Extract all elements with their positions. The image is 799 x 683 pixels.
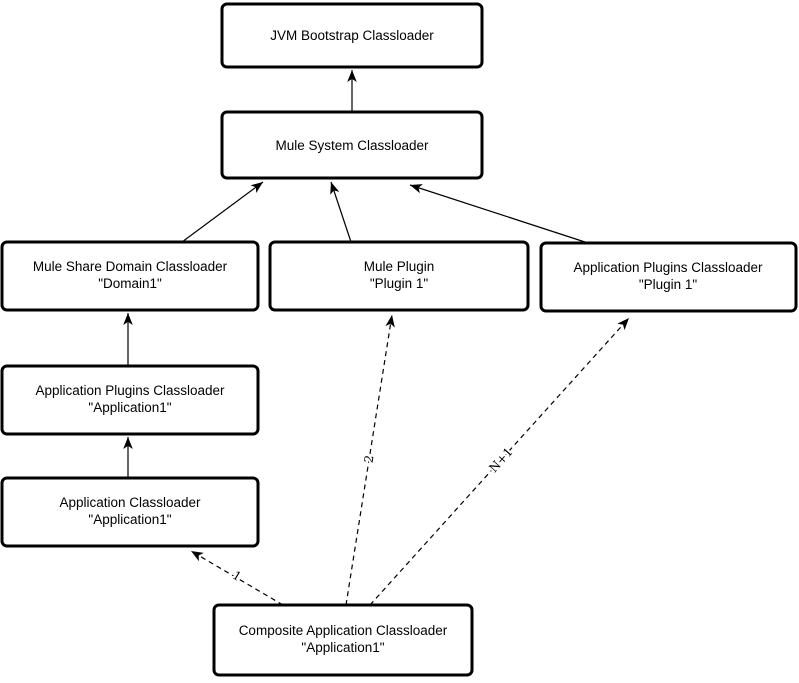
node-mule-share-domain-classloader: Mule Share Domain Classloader "Domain1"	[0, 240, 260, 312]
edge-composite-to-app-plugins-plugin1-line	[369, 317, 630, 606]
node-jvm-bootstrap-classloader: JVM Bootstrap Classloader	[220, 2, 484, 69]
node-application-classloader-application1-box	[0, 476, 260, 548]
edge-label-1: 1	[230, 568, 244, 584]
node-application-plugins-classloader-application1: Application Plugins Classloader "Applica…	[0, 364, 260, 436]
edge-mule-plugin-to-mule-system-line	[330, 181, 352, 243]
node-mule-share-domain-classloader-subtitle: "Domain1"	[98, 276, 162, 291]
node-composite-application-classloader-application1-title: Composite Application Classloader	[239, 623, 448, 638]
edge-label-n-plus-1: N+1	[486, 445, 515, 475]
node-jvm-bootstrap-classloader-title: JVM Bootstrap Classloader	[270, 28, 434, 43]
node-composite-application-classloader-application1: Composite Application Classloader "Appli…	[212, 603, 474, 677]
node-application-classloader-application1-title: Application Classloader	[59, 495, 201, 510]
node-mule-system-classloader: Mule System Classloader	[220, 110, 484, 180]
node-mule-plugin-box	[268, 240, 530, 312]
node-application-plugins-classloader-plugin1-title: Application Plugins Classloader	[573, 260, 763, 275]
edge-share-domain-to-mule-system-line	[181, 181, 264, 243]
node-mule-system-classloader-box	[220, 110, 484, 180]
node-application-classloader-application1-subtitle: "Application1"	[88, 512, 171, 527]
node-application-plugins-classloader-plugin1-subtitle: "Plugin 1"	[639, 277, 698, 292]
node-composite-application-classloader-application1-box	[212, 603, 474, 677]
node-application-plugins-classloader-plugin1: Application Plugins Classloader "Plugin …	[539, 241, 798, 313]
node-mule-share-domain-classloader-box	[0, 240, 260, 312]
edge-app-plugins-plugin1-to-mule-system-line	[409, 184, 589, 244]
node-mule-plugin: Mule Plugin "Plugin 1"	[268, 240, 530, 312]
node-mule-plugin-title: Mule Plugin	[364, 259, 435, 274]
node-application-classloader-application1: Application Classloader "Application1"	[0, 476, 260, 548]
node-composite-application-classloader-application1-subtitle: "Application1"	[301, 640, 384, 655]
node-mule-system-classloader-title: Mule System Classloader	[275, 138, 429, 153]
node-application-plugins-classloader-application1-box	[0, 364, 260, 436]
node-mule-share-domain-classloader-title: Mule Share Domain Classloader	[33, 259, 228, 274]
node-application-plugins-classloader-application1-title: Application Plugins Classloader	[35, 383, 225, 398]
edge-composite-to-mule-plugin-line	[345, 314, 395, 606]
node-jvm-bootstrap-classloader-box	[220, 2, 484, 69]
node-mule-plugin-subtitle: "Plugin 1"	[370, 276, 429, 291]
node-application-plugins-classloader-plugin1-box	[539, 241, 798, 313]
edge-label-2: 2	[361, 454, 376, 464]
node-application-plugins-classloader-application1-subtitle: "Application1"	[88, 400, 171, 415]
